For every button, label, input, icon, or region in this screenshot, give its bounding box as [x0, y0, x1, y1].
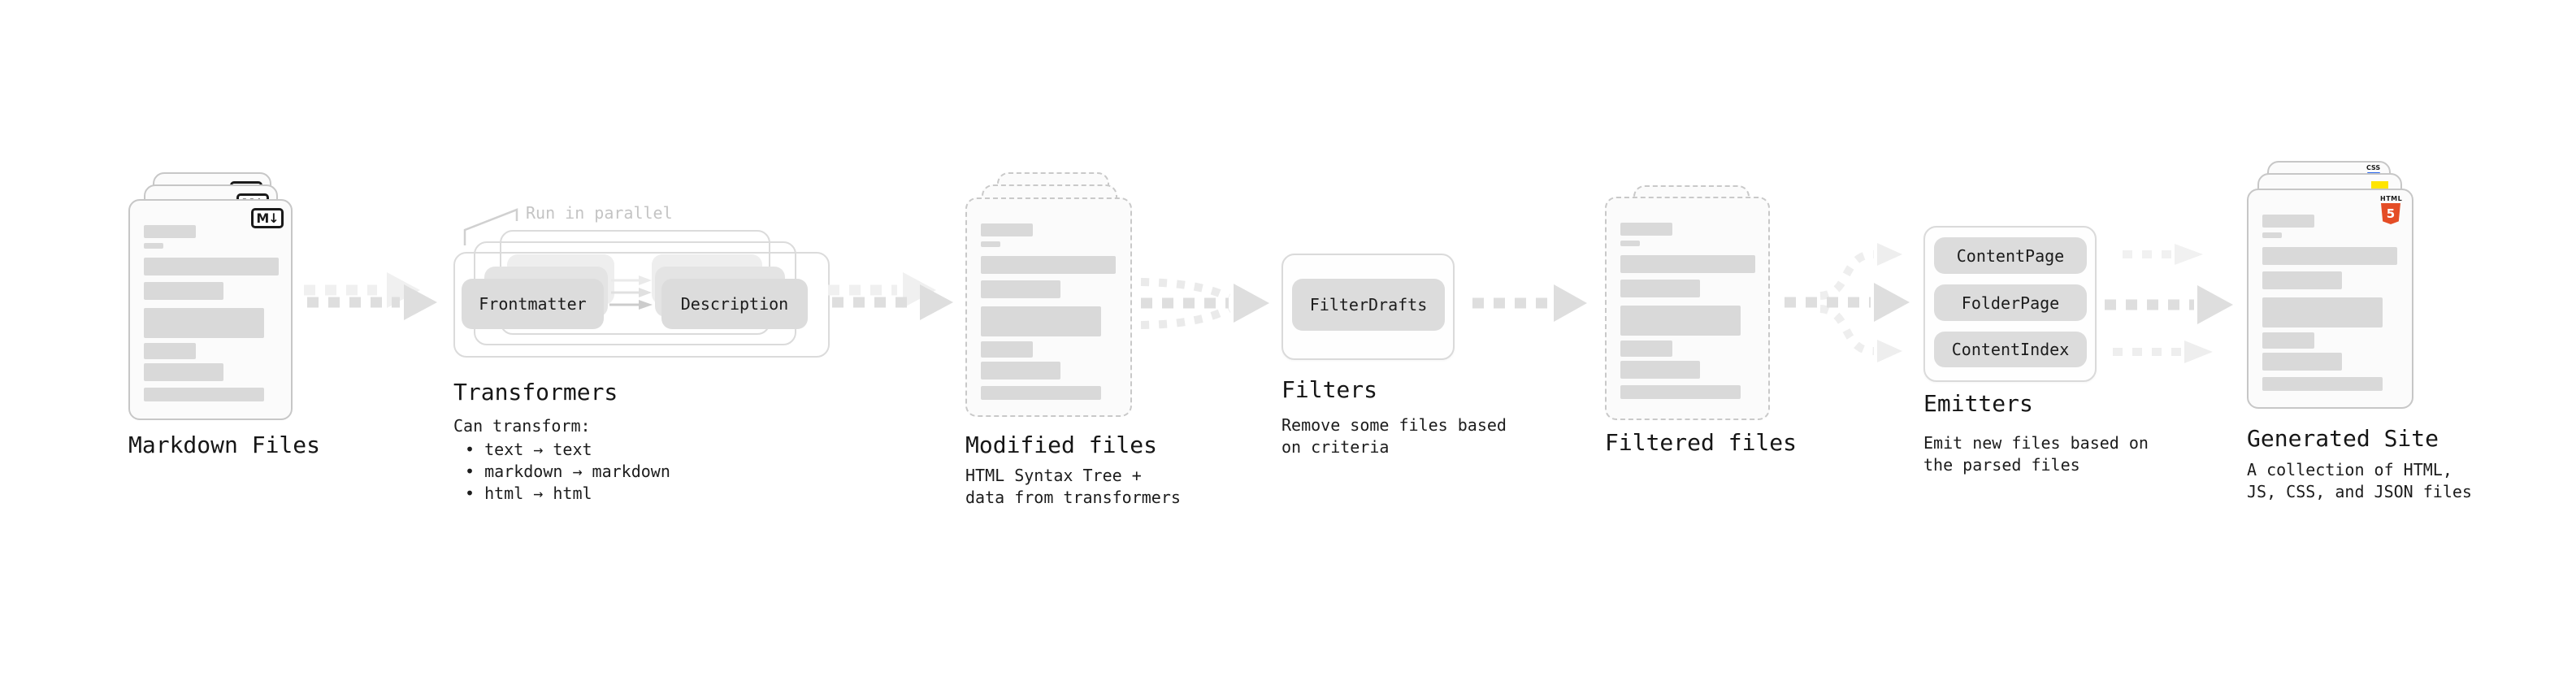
text-skeleton-bar	[1620, 280, 1700, 297]
arrow-transformers-to-modified	[828, 272, 953, 320]
text-skeleton-bar	[1620, 361, 1700, 379]
arrow-filtered-to-emitters	[1785, 243, 1910, 362]
stage-label-transformers: Transformers	[453, 379, 618, 406]
text-skeleton-bar	[1620, 255, 1755, 273]
transformer-pill-frontmatter: Frontmatter	[462, 279, 604, 329]
filters-caption-line1: Remove some files based	[1281, 415, 1507, 435]
transformers-bullet: • html → html	[465, 484, 592, 503]
generated-site-caption-line2: JS, CSS, and JSON files	[2247, 482, 2472, 501]
text-skeleton-bar	[981, 280, 1060, 298]
filters-caption-line2: on criteria	[1281, 437, 1390, 457]
text-skeleton-bar	[1620, 385, 1741, 399]
modified-files-caption-line2: data from transformers	[965, 488, 1181, 507]
transformers-box-front	[453, 252, 830, 358]
text-skeleton-bar	[2262, 353, 2342, 371]
stage-label-filtered-files: Filtered files	[1605, 429, 1798, 456]
text-skeleton-bar	[144, 388, 264, 401]
text-skeleton-bar	[1620, 306, 1741, 336]
modified-files-caption-line1: HTML Syntax Tree +	[965, 466, 1142, 485]
text-skeleton-bar	[981, 341, 1033, 358]
emitters-caption-line1: Emit new files based on	[1923, 433, 2149, 453]
stage-label-emitters: Emitters	[1923, 390, 2033, 417]
text-skeleton-bar	[981, 386, 1101, 400]
text-skeleton-bar	[2262, 271, 2342, 289]
text-skeleton-bar	[144, 308, 264, 338]
transformers-bullet: • text → text	[465, 440, 592, 459]
text-skeleton-bar	[144, 363, 223, 381]
text-skeleton-bar	[981, 256, 1116, 274]
text-skeleton-bar	[1620, 223, 1672, 236]
transformers-caption-title: Can transform:	[453, 416, 591, 436]
text-skeleton-bar	[2262, 247, 2397, 265]
text-skeleton-bar	[1620, 241, 1640, 246]
text-skeleton-bar	[144, 343, 196, 359]
text-skeleton-bar	[2262, 215, 2314, 228]
generated-site-caption-line1: A collection of HTML,	[2247, 460, 2452, 479]
modified-file-card-front	[965, 197, 1132, 417]
emitter-pill-contentpage: ContentPage	[1934, 237, 2087, 274]
arrow-modified-to-filters	[1140, 278, 1269, 329]
arrow-markdown-to-transformers	[304, 272, 437, 320]
text-skeleton-bar	[2262, 297, 2383, 327]
text-skeleton-bar	[981, 306, 1101, 336]
generated-file-card-html: HTML 5	[2247, 189, 2413, 409]
stage-label-filters: Filters	[1281, 376, 1378, 403]
text-skeleton-bar	[2262, 377, 2383, 391]
emitter-pill-folderpage: FolderPage	[1934, 284, 2087, 321]
text-skeleton-bar	[981, 241, 1000, 247]
text-skeleton-bar	[2262, 232, 2282, 238]
text-skeleton-bar	[144, 258, 279, 275]
transformers-bullet: • markdown → markdown	[465, 462, 670, 481]
text-skeleton-bar	[981, 362, 1060, 380]
stage-label-generated-site: Generated Site	[2247, 425, 2439, 452]
text-skeleton-bar	[2262, 332, 2314, 349]
filter-pill-filterdrafts: FilterDrafts	[1292, 279, 1445, 331]
text-skeleton-bar	[981, 223, 1033, 236]
emitter-pill-contentindex: ContentIndex	[1934, 332, 2087, 367]
stage-label-modified-files: Modified files	[965, 432, 1158, 458]
stage-label-markdown-files: Markdown Files	[128, 432, 321, 458]
markdown-file-card-front: M↓	[128, 199, 293, 420]
text-skeleton-bar	[1620, 340, 1672, 357]
filtered-file-card-front	[1605, 197, 1770, 420]
arrow-filters-to-filtered	[1472, 284, 1587, 322]
arrow-emitters-to-generated	[2105, 244, 2233, 363]
text-skeleton-bar	[144, 282, 223, 300]
html5-icon: HTML 5	[2380, 195, 2402, 224]
text-skeleton-bar	[144, 225, 196, 238]
markdown-icon: M↓	[251, 208, 284, 228]
transformer-pill-description: Description	[661, 279, 808, 329]
emitters-caption-line2: the parsed files	[1923, 455, 2080, 475]
text-skeleton-bar	[144, 243, 163, 249]
run-in-parallel-annotation: Run in parallel	[526, 203, 673, 223]
js-file-icon	[2371, 181, 2388, 189]
